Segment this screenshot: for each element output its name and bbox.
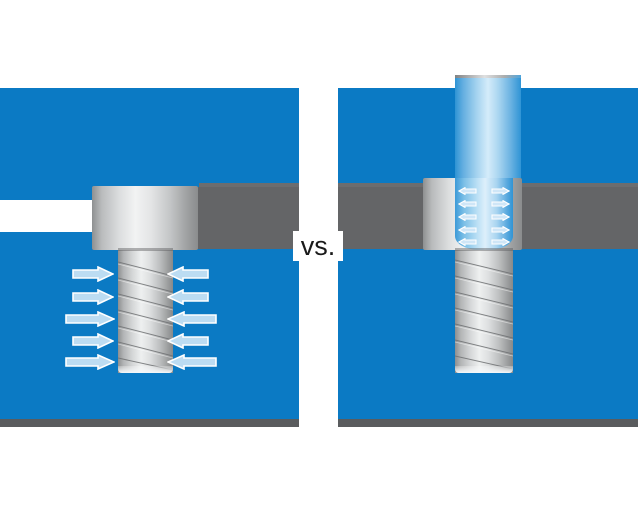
left-inward-arrow-5 [65, 354, 115, 370]
right-clamp-block-left [338, 187, 423, 249]
shaft-tip [455, 366, 513, 373]
thread-lines [455, 259, 513, 370]
right-inward-arrow-3 [167, 311, 217, 327]
left-clamp-nub [199, 183, 299, 188]
right-head-lip [455, 248, 513, 251]
left-bolt-head [92, 186, 198, 250]
comparison-label: vs. [293, 231, 343, 261]
left-clamp-block [197, 187, 299, 249]
left-inward-arrow-2 [72, 289, 114, 305]
bore-outward-arrow-left-2 [458, 200, 477, 208]
right-inward-arrow-1 [167, 266, 209, 282]
right-inward-arrow-5 [167, 354, 217, 370]
right-inward-arrow-2 [167, 289, 209, 305]
bore-outward-arrow-right-2 [491, 200, 510, 208]
fluid-column [455, 78, 521, 178]
right-clamp-block-right [521, 187, 638, 249]
right-inward-arrow-4 [167, 333, 209, 349]
bore-outward-arrow-left-4 [458, 226, 477, 234]
bore-outward-arrow-left-1 [458, 187, 477, 195]
right-panel-base [338, 419, 638, 427]
left-inward-arrow-1 [72, 266, 114, 282]
thread-lines [118, 261, 173, 371]
left-inward-arrow-4 [72, 333, 114, 349]
bore-outward-arrow-left-5 [458, 238, 477, 246]
right-clamp-nub-right [521, 183, 638, 188]
bore-outward-arrow-right-1 [491, 187, 510, 195]
bore-outward-arrow-left-3 [458, 213, 477, 221]
left-panel-base [0, 419, 299, 427]
right-threaded-shaft [455, 248, 513, 373]
bore-outward-arrow-right-5 [491, 238, 510, 246]
bore-outward-arrow-right-4 [491, 226, 510, 234]
shaft-tip [118, 366, 173, 373]
left-head-lip [118, 248, 173, 251]
bore-outward-arrow-right-3 [491, 213, 510, 221]
left-threaded-shaft [118, 248, 173, 373]
left-inward-arrow-3 [65, 311, 115, 327]
right-clamp-nub-left [338, 183, 423, 188]
fluid-column-cap [455, 75, 521, 79]
